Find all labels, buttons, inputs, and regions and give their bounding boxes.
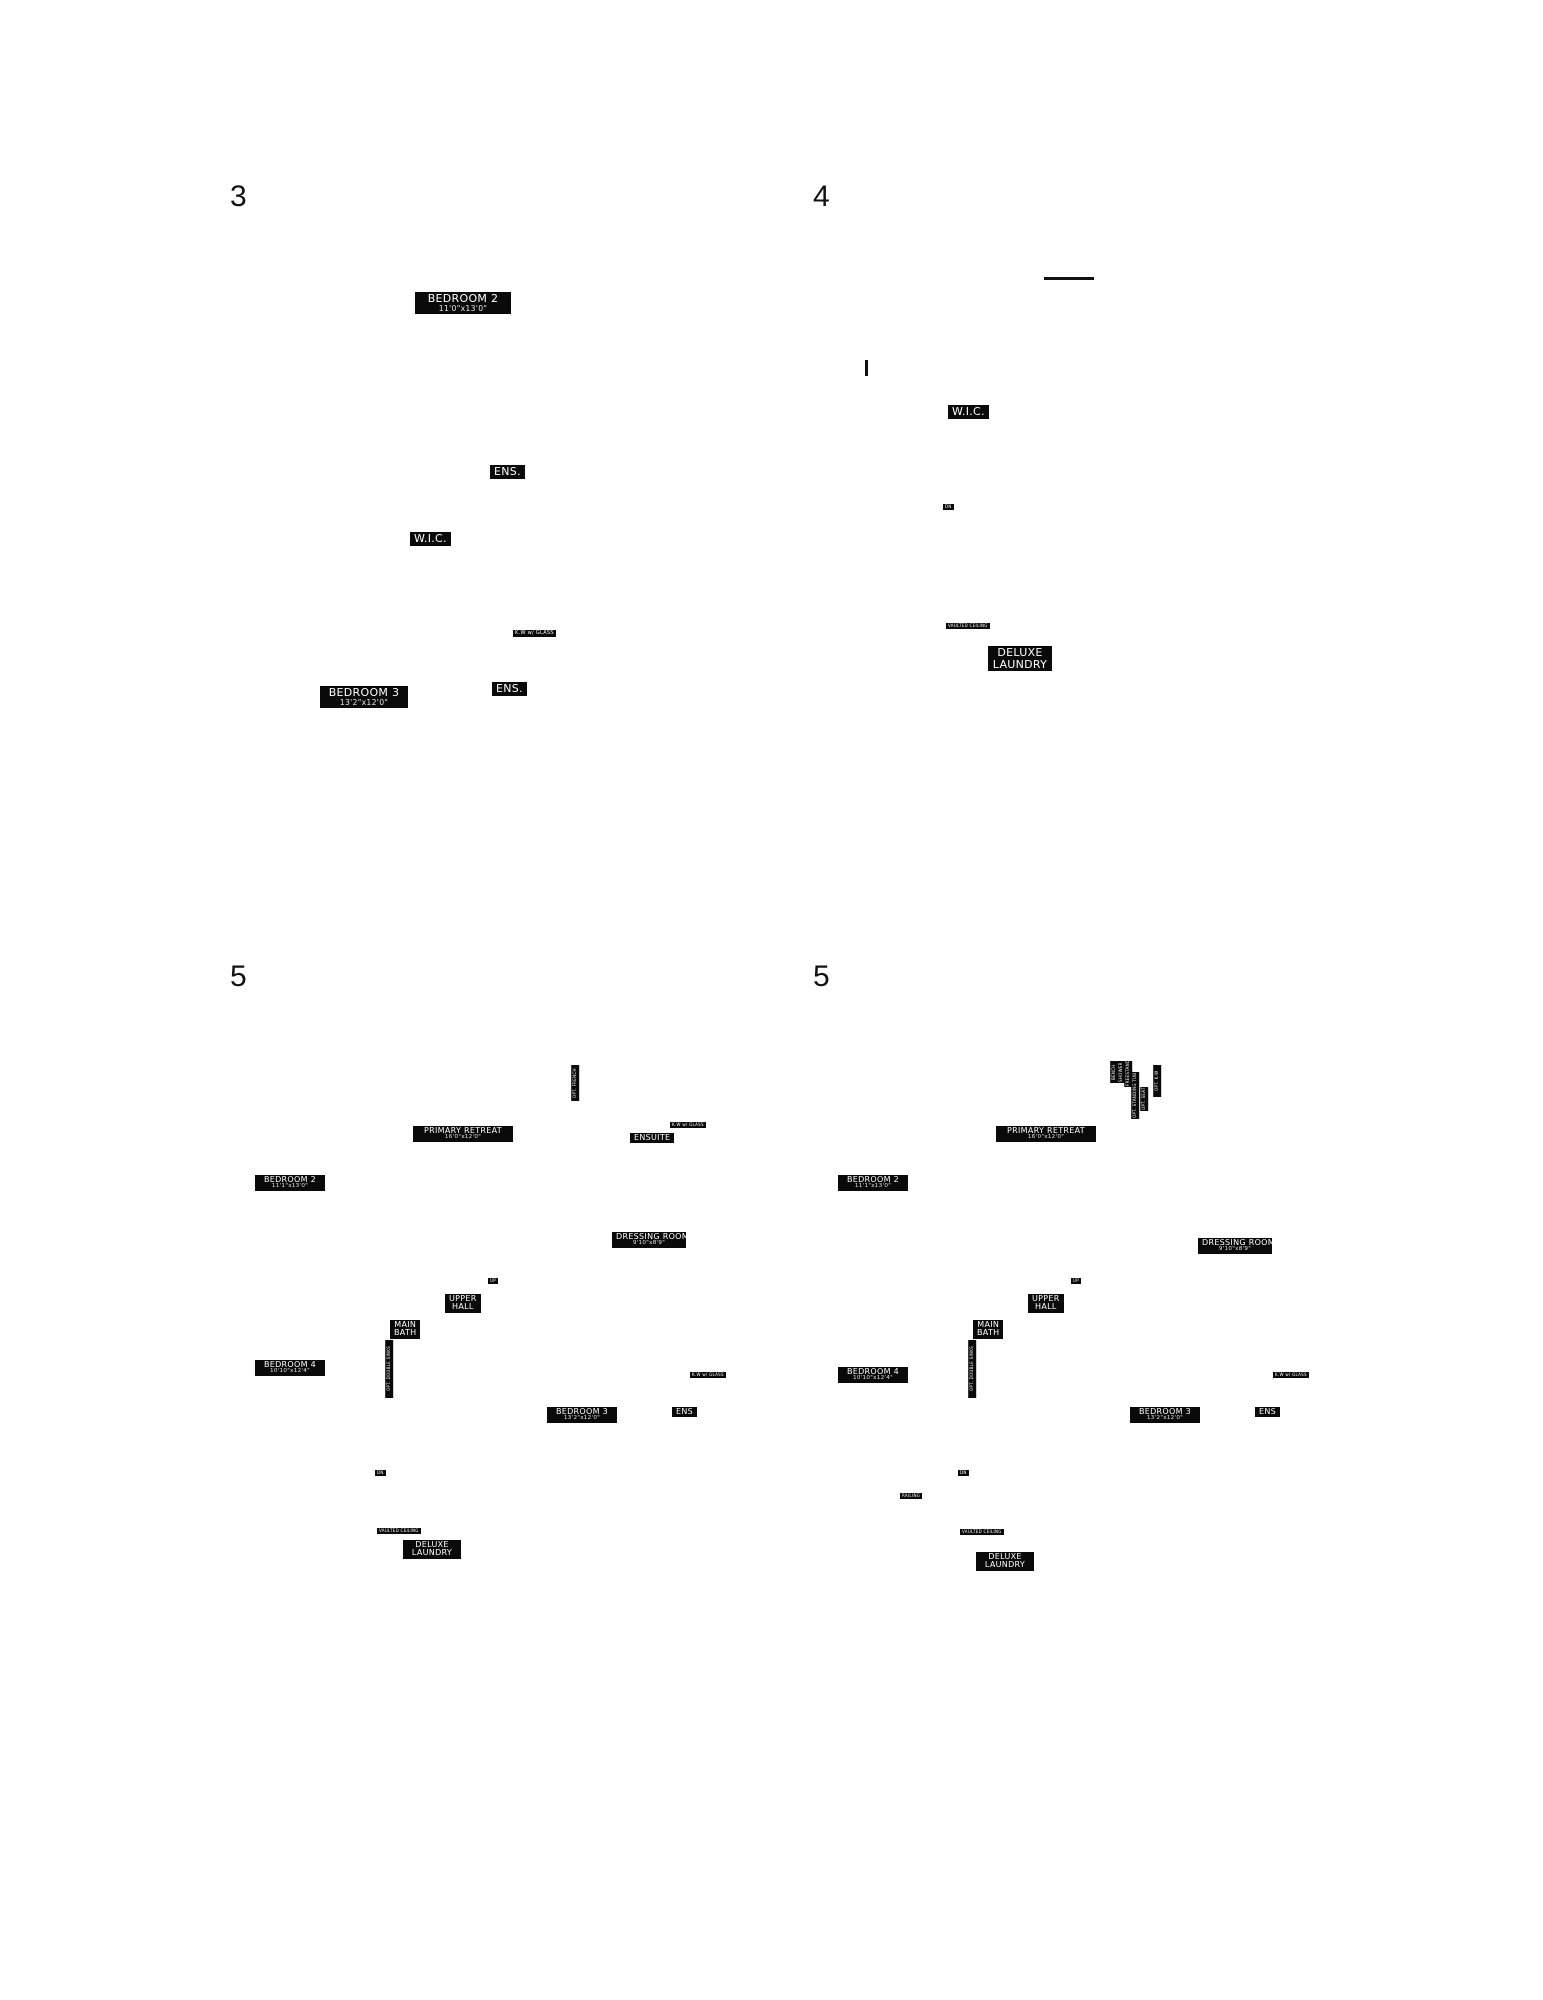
note-opt-standing-tub: OPT. STANDING TUB xyxy=(1131,1072,1140,1119)
room-dimension: 11'1"x13'0" xyxy=(271,1183,309,1190)
room-label-ensuite-2: ENS xyxy=(672,1407,698,1418)
note-opt-double-sinks: OPT. DOUBLE SINKS xyxy=(385,1340,394,1398)
room-label-dressing-room: DRESSING ROOM 9'10"x8'9" xyxy=(1198,1238,1275,1255)
room-label-upper-hall: UPPER HALL xyxy=(445,1294,481,1313)
room-label-primary-retreat: PRIMARY RETREAT 16'0"x12'0" xyxy=(996,1126,1096,1143)
room-label-deluxe-laundry: DELUXE LAUNDRY xyxy=(403,1540,461,1559)
room-label-dressing-room: DRESSING ROOM 9'10"x8'9" xyxy=(612,1232,689,1249)
room-dimension: 9'10"x8'9" xyxy=(632,1240,666,1247)
room-dimension: 13'2"x12'0" xyxy=(1146,1415,1184,1422)
note-vaulted-ceiling: VAULTED CEILING xyxy=(946,623,990,630)
note-kw-glass: K.W w/ GLASS xyxy=(690,1372,726,1379)
floorplan-panel-3: 3 BEDROOM 2 11'0"x13'0" ENS. W.I.C. K.W … xyxy=(230,180,790,820)
room-dimension: 10'10"x12'4" xyxy=(269,1368,311,1375)
room-label-ensuite-2: ENS. xyxy=(492,682,527,696)
note-vaulted-ceiling: VAULTED CEILING xyxy=(377,1528,421,1535)
stair-label-up: UP xyxy=(488,1278,498,1285)
note-kw-glass: K.W w/ GLASS xyxy=(513,630,556,638)
room-dimension: 10'10"x12'4" xyxy=(852,1375,894,1382)
room-dimension: 16'0"x12'0" xyxy=(444,1134,482,1141)
note-kw-glass: K.W w/ GLASS xyxy=(1273,1372,1309,1379)
room-label-bedroom-4: BEDROOM 4 10'10"x12'4" xyxy=(255,1360,325,1377)
note-opt-double-sinks: OPT. DOUBLE SINKS xyxy=(968,1340,977,1398)
wall-mark xyxy=(865,360,868,376)
panel-number: 5 xyxy=(813,960,830,993)
room-label-wic: W.I.C. xyxy=(948,405,989,419)
room-dimension: 16'0"x12'0" xyxy=(1027,1134,1065,1141)
panel-number: 5 xyxy=(230,960,247,993)
room-label-main-bath: MAIN BATH xyxy=(973,1320,1004,1339)
room-label-upper-hall: UPPER HALL xyxy=(1028,1294,1064,1313)
room-label-bedroom-3: BEDROOM 3 13'2"x12'0" xyxy=(320,686,408,708)
room-dimension: 9'10"x8'9" xyxy=(1218,1246,1252,1253)
floorplan-panel-5a: 5 OPT. FRENCH PRIMARY RETREAT 16'0"x12'0… xyxy=(230,960,790,1600)
room-dimension: 13'2"x12'0" xyxy=(339,697,389,707)
note-opt-kw: OPT. K.W xyxy=(1153,1065,1162,1097)
stair-label-down: DN xyxy=(958,1470,969,1477)
room-label-main-bath: MAIN BATH xyxy=(390,1320,421,1339)
room-label-ensuite: ENSUITE xyxy=(630,1133,675,1144)
room-label-bedroom-3: BEDROOM 3 13'2"x12'0" xyxy=(1130,1407,1200,1424)
room-label-ensuite: ENS. xyxy=(490,465,525,479)
note-opt-french: OPT. FRENCH xyxy=(571,1065,580,1101)
room-label-bedroom-2: BEDROOM 2 11'0"x13'0" xyxy=(415,292,511,314)
room-label-bedroom-3: BEDROOM 3 13'2"x12'0" xyxy=(547,1407,617,1424)
room-label-primary-retreat: PRIMARY RETREAT 16'0"x12'0" xyxy=(413,1126,513,1143)
room-label-bedroom-2: BEDROOM 2 11'1"x13'0" xyxy=(255,1175,325,1192)
floorplan-panel-4: 4 W.I.C. DN VAULTED CEILING DELUXE LAUND… xyxy=(813,180,1373,820)
stair-label-up: UP xyxy=(1071,1278,1081,1285)
wall-mark xyxy=(1044,277,1094,280)
room-label-bedroom-4: BEDROOM 4 10'10"x12'4" xyxy=(838,1367,908,1384)
room-label-deluxe-laundry: DELUXE LAUNDRY xyxy=(976,1552,1034,1571)
stair-label-down: DN xyxy=(375,1470,386,1477)
panel-number: 3 xyxy=(230,180,247,213)
stair-label-down: DN xyxy=(943,504,954,511)
room-label-ensuite-2: ENS xyxy=(1255,1407,1281,1418)
room-label-wic: W.I.C. xyxy=(410,532,451,546)
note-opt-seat: OPT. SEAT xyxy=(1140,1087,1149,1111)
note-kw-glass: K.W w/ GLASS xyxy=(670,1122,706,1129)
note-railing: RAILING xyxy=(900,1493,923,1500)
room-label-deluxe-laundry: DELUXE LAUNDRY xyxy=(988,646,1052,672)
room-label-bedroom-2: BEDROOM 2 11'1"x13'0" xyxy=(838,1175,908,1192)
room-dimension: 13'2"x12'0" xyxy=(563,1415,601,1422)
room-dimension: 11'1"x13'0" xyxy=(854,1183,892,1190)
panel-number: 4 xyxy=(813,180,830,213)
room-dimension: 11'0"x13'0" xyxy=(438,303,488,313)
floorplan-panel-5b: 5 BENCH SHOWER FREESTANDING TUB OPT. STA… xyxy=(813,960,1373,1600)
note-vaulted-ceiling: VAULTED CEILING xyxy=(960,1529,1004,1536)
